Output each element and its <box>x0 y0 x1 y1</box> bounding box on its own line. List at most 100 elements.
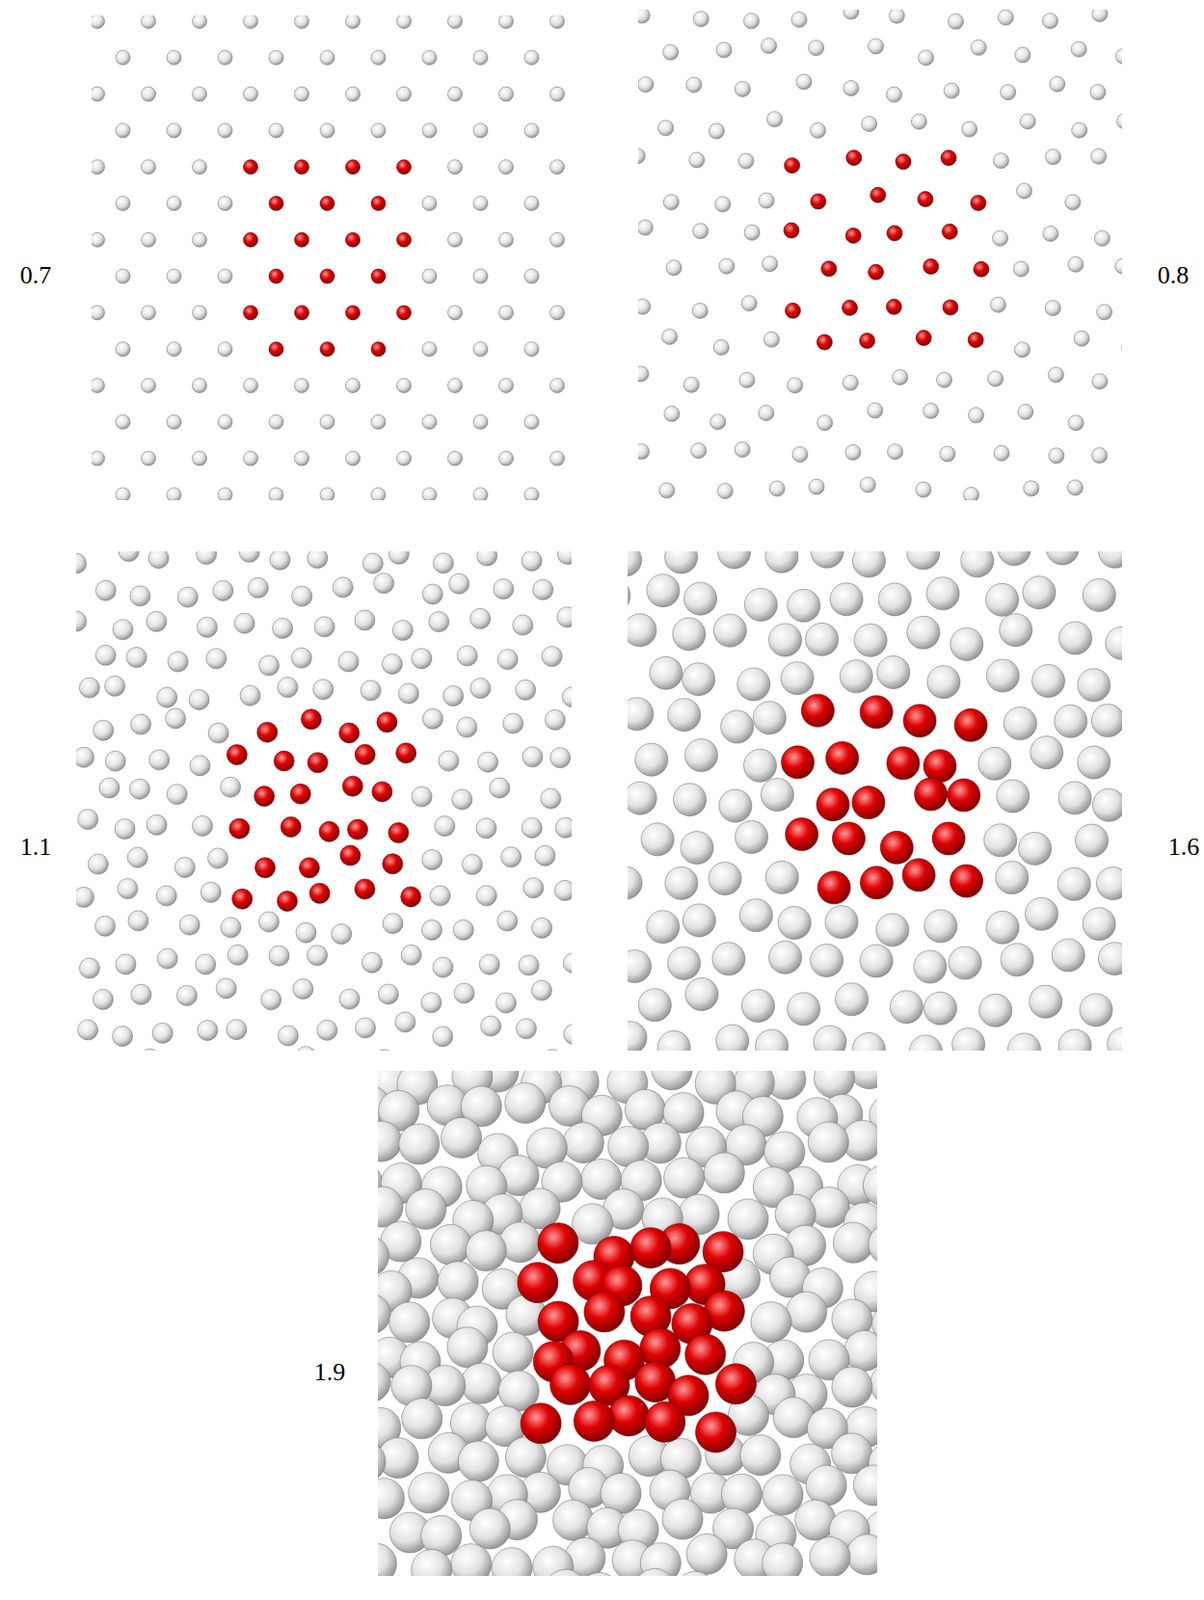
particle <box>377 984 399 1005</box>
particle <box>810 551 844 568</box>
particle <box>887 444 904 460</box>
particle <box>473 268 488 284</box>
cluster-particle <box>852 786 885 820</box>
particle <box>405 1188 447 1230</box>
cluster-particle <box>923 749 957 783</box>
particle <box>456 717 478 738</box>
particle <box>710 414 726 430</box>
particle <box>993 445 1010 461</box>
cluster-particle <box>397 232 412 247</box>
particle <box>126 646 147 668</box>
cluster-particle <box>810 193 827 210</box>
particle <box>411 786 432 807</box>
particle <box>105 750 126 772</box>
particle <box>999 614 1033 647</box>
particle <box>662 328 678 345</box>
particle <box>1068 256 1084 272</box>
particle <box>1047 367 1064 383</box>
particle <box>247 577 268 598</box>
particle <box>1117 113 1123 130</box>
particle <box>377 1362 391 1403</box>
particle <box>668 946 701 980</box>
particle <box>422 50 437 65</box>
particle <box>457 1441 499 1482</box>
particle <box>839 660 873 694</box>
particle <box>764 1131 805 1173</box>
cluster-particle <box>781 746 815 779</box>
particle <box>192 15 208 29</box>
particle <box>1016 183 1033 199</box>
particle <box>217 123 233 138</box>
particle <box>377 1235 389 1277</box>
particle <box>719 258 735 274</box>
particle <box>734 80 750 97</box>
particle <box>189 755 211 776</box>
particle <box>192 232 208 247</box>
cluster-particle <box>914 777 948 811</box>
particle <box>167 651 188 672</box>
particle <box>535 845 556 866</box>
particle <box>550 748 571 769</box>
particle <box>174 856 195 878</box>
particle <box>473 342 488 357</box>
particle <box>1007 1033 1041 1051</box>
particle <box>913 950 947 984</box>
particle <box>1096 304 1113 321</box>
particle <box>208 848 229 869</box>
particle <box>716 1024 750 1051</box>
particle <box>550 305 565 321</box>
particle <box>627 551 643 577</box>
cluster-particle <box>608 1395 649 1437</box>
particle <box>192 305 208 321</box>
particle <box>479 954 500 975</box>
particle <box>438 750 459 772</box>
particle <box>662 1498 703 1540</box>
particle-panel <box>627 551 1123 1051</box>
particle <box>542 1049 563 1051</box>
particle <box>810 943 844 977</box>
particle <box>398 683 419 704</box>
particle <box>524 487 539 501</box>
particle <box>192 451 208 466</box>
particle <box>346 451 361 466</box>
particle <box>320 487 335 501</box>
cluster-particle <box>268 196 284 212</box>
cluster-particle <box>268 342 284 357</box>
particle <box>554 880 572 901</box>
particle <box>550 160 565 175</box>
particle <box>1022 576 1056 610</box>
particle <box>157 687 178 708</box>
particle <box>117 878 138 899</box>
particle <box>91 15 106 29</box>
particle <box>243 15 259 29</box>
particle <box>859 477 876 493</box>
cluster-particle <box>846 150 862 166</box>
particle <box>454 983 475 1004</box>
particle <box>1049 76 1066 92</box>
particle <box>499 160 514 175</box>
particle <box>758 404 775 421</box>
particle <box>292 586 313 607</box>
particle <box>638 148 645 164</box>
particle <box>91 232 106 247</box>
particle <box>995 861 1029 895</box>
particle <box>165 708 187 729</box>
particle <box>910 113 927 130</box>
particle <box>1058 1029 1092 1051</box>
particle <box>859 944 893 978</box>
particle <box>115 342 131 357</box>
particle <box>739 899 773 933</box>
particle <box>272 617 294 639</box>
particle <box>948 13 964 29</box>
cluster-particle <box>294 232 310 247</box>
cluster-particle <box>254 786 275 807</box>
particle <box>314 616 335 638</box>
particle <box>555 817 572 838</box>
particle <box>1058 781 1092 815</box>
particle <box>663 44 679 60</box>
particle <box>524 342 539 357</box>
particle <box>381 653 402 674</box>
particle <box>627 697 654 731</box>
particle <box>441 1117 482 1158</box>
